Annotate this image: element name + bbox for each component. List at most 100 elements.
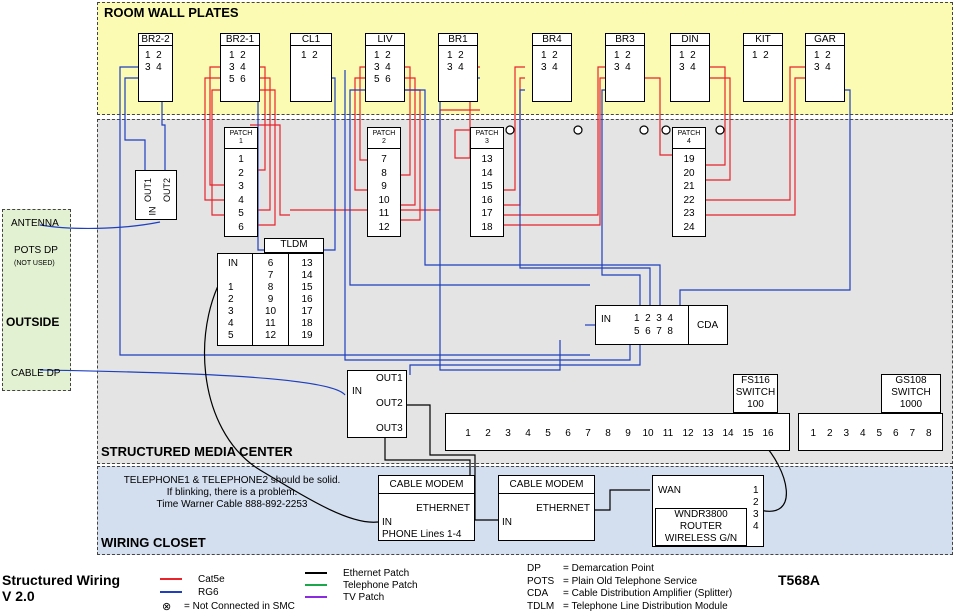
legend-item: RG6 (160, 587, 219, 598)
amp-out2: OUT2 (376, 398, 403, 409)
modem1-phone: PHONE Lines 1-4 (382, 529, 462, 540)
switch-port: 1 (465, 428, 471, 439)
outside-antenna: ANTENNA (11, 218, 59, 229)
plate-label: BR3 (606, 34, 644, 46)
legend-label: Cat5e (198, 574, 225, 585)
zone-wall-plates-title: ROOM WALL PLATES (104, 5, 239, 20)
plate-ports: 1 2 3 4 (447, 50, 464, 73)
zone-smc-title: STRUCTURED MEDIA CENTER (101, 444, 293, 459)
cda-label: CDA (697, 320, 719, 331)
definition-abbr: POTS (527, 575, 555, 587)
switch-port: 8 (925, 428, 932, 439)
legend-swatch (160, 591, 182, 594)
switch-port: 4 (859, 428, 866, 439)
switch-port: 8 (605, 428, 611, 439)
cda: IN 1 2 3 4 5 6 7 8 (595, 305, 690, 345)
patch-label: PATCH 4 (673, 128, 705, 149)
legend-label: RG6 (198, 587, 219, 598)
plate-din: DIN 1 2 3 4 (670, 33, 710, 102)
not-connected-symbol: ⊗ (162, 601, 172, 613)
modem1-ethernet: ETHERNET (416, 503, 470, 514)
switch-port: 5 (876, 428, 883, 439)
amp-out3: OUT3 (376, 423, 403, 434)
legend-swatch (305, 584, 327, 587)
plate-label: DIN (671, 34, 709, 46)
outside-not-used: (NOT USED) (14, 260, 55, 267)
switch-port: 2 (485, 428, 491, 439)
cda-ports: 1 2 3 4 5 6 7 8 (634, 313, 673, 337)
switch-port: 1 (810, 428, 817, 439)
tldm-title: TLDM (280, 239, 308, 250)
plate-br3: BR3 1 2 3 4 (605, 33, 645, 102)
switch-port: 15 (742, 428, 754, 439)
definition-text: = Plain Old Telephone Service (563, 575, 698, 587)
plate-ports: 1 2 (301, 50, 318, 61)
legend-label: Ethernet Patch (343, 568, 410, 579)
patch-ports: 7 8 9 10 11 12 (378, 154, 390, 233)
router: WAN 1 2 3 4 WNDR3800 ROUTER WIRELESS G/N (652, 475, 764, 547)
definition-text: = Cable Distribution Amplifier (Splitter… (563, 588, 733, 599)
legend-swatch (160, 578, 182, 581)
splitter-in: IN (147, 206, 158, 216)
switch-port: 10 (642, 428, 654, 439)
switch-port: 6 (892, 428, 899, 439)
tldm-col3: 13 14 15 16 17 18 19 (301, 258, 313, 341)
legend-swatch (305, 596, 327, 599)
fs116-title-box: FS116 SWITCH 100 (733, 374, 778, 413)
tldm-col2: 6 7 8 9 10 11 12 (264, 258, 277, 341)
patch-panel-3: PATCH 3 13 14 15 16 17 18 (470, 127, 504, 237)
modem2-in: IN (502, 517, 512, 528)
router-model-text: WNDR3800 ROUTER WIRELESS G/N (664, 509, 738, 544)
plate-label: CL1 (291, 34, 331, 46)
switch-port: 6 (565, 428, 571, 439)
switch-port: 4 (525, 428, 531, 439)
definition-text: = Demarcation Point (563, 563, 654, 574)
plate-br2-2: BR2-2 1 2 3 4 (138, 33, 173, 102)
fs116-title: FS116 SWITCH 100 (735, 375, 776, 410)
plate-ports: 1 2 3 4 (541, 50, 558, 73)
cable-modem-1: CABLE MODEM ETHERNET IN PHONE Lines 1-4 (378, 475, 475, 541)
plate-label: BR2-1 (221, 34, 259, 46)
switch-port: 7 (909, 428, 916, 439)
cda-label-box: CDA (688, 305, 728, 345)
switch-port: 16 (762, 428, 774, 439)
plate-br2-1: BR2-1 1 2 3 4 5 6 (220, 33, 260, 102)
plate-ports: 1 2 3 4 (679, 50, 696, 73)
not-connected-note: = Not Connected in SMC (184, 601, 295, 612)
plate-ports: 1 2 3 4 (614, 50, 631, 73)
definition-text: = Telephone Line Distribution Module (563, 600, 728, 612)
tldm: IN 1 2 3 4 5 6 7 8 9 10 11 12 13 14 15 1… (217, 253, 324, 346)
legend-swatch (305, 572, 327, 575)
patch-ports: 19 20 21 22 23 24 (683, 154, 695, 233)
plate-gar: GAR 1 2 3 4 (805, 33, 845, 102)
closet-note: TELEPHONE1 & TELEPHONE2 should be solid.… (123, 475, 341, 510)
legend-label: TV Patch (343, 592, 385, 603)
plate-ports: 1 2 (752, 50, 769, 61)
plate-label: BR1 (439, 34, 477, 46)
patch-label: PATCH 2 (368, 128, 400, 149)
outside-pots-dp: POTS DP (14, 245, 58, 256)
definition-abbr: CDA (527, 588, 549, 599)
legend-item: Ethernet Patch (305, 568, 409, 579)
outside-cable-dp: CABLE DP (11, 368, 61, 379)
plate-label: BR2-2 (139, 34, 172, 46)
plate-kit: KIT 1 2 (743, 33, 783, 102)
modem2-ethernet: ETHERNET (536, 503, 590, 514)
patch-panel-2: PATCH 2 7 8 9 10 11 12 (367, 127, 401, 237)
not-connected-markers (505, 125, 725, 135)
modem1-title: CABLE MODEM (379, 476, 474, 494)
plate-liv: LIV 1 2 3 4 5 6 (365, 33, 405, 102)
switch-port: 5 (545, 428, 551, 439)
splitter-out2: OUT2 (162, 177, 173, 203)
plate-ports: 1 2 3 4 5 6 (229, 50, 246, 85)
patch-panel-1: PATCH 1 1 2 3 4 5 6 (224, 127, 258, 237)
modem1-in: IN (382, 517, 392, 528)
legend-item: Telephone Patch (305, 580, 418, 591)
plate-br1: BR1 1 2 3 4 (438, 33, 478, 102)
patch-ports: 1 2 3 4 5 6 (238, 154, 244, 233)
switch-port: 7 (585, 428, 591, 439)
switch-port: 13 (702, 428, 714, 439)
wiring-standard: T568A (778, 572, 821, 588)
